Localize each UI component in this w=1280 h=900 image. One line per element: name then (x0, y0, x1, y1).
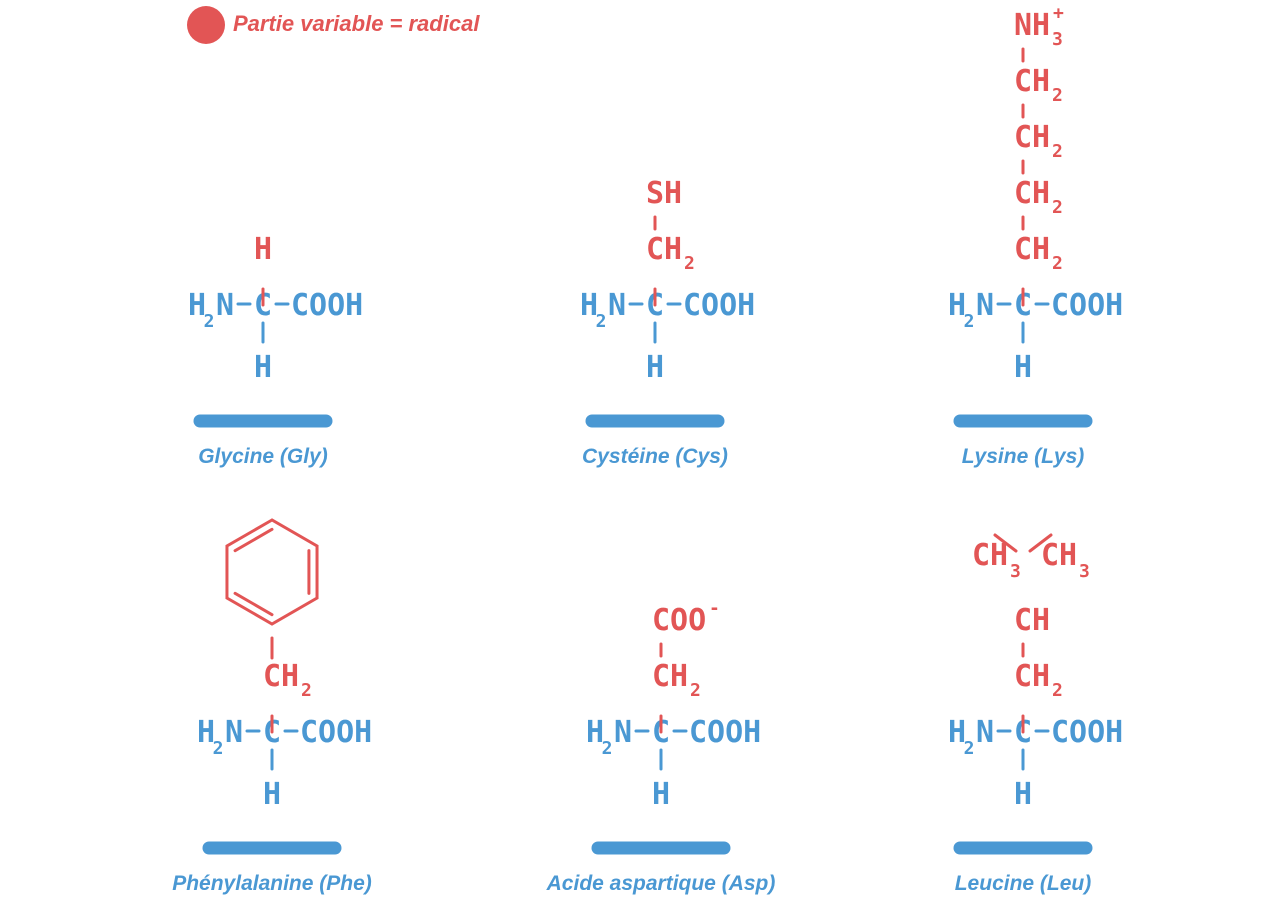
backbone-h-subscript: 2 (596, 311, 607, 332)
backbone-n: N (225, 715, 243, 750)
radical-group: SH (646, 176, 682, 211)
backbone-h: H (948, 288, 966, 323)
radical-group: CH (646, 232, 682, 267)
amino-acid-4: H2NCCOOHHCH2Phénylalanine (Phe) (172, 518, 372, 895)
bottom-hydrogen: H (646, 350, 664, 385)
radical-group: NH (1014, 8, 1050, 43)
carboxyl-group: COOH (291, 288, 363, 323)
radical-subscript: 2 (301, 680, 312, 701)
amino-acid-name: Acide aspartique (Asp) (546, 872, 776, 895)
radical-legend-dot (187, 6, 225, 44)
carboxyl-group: COOH (300, 715, 372, 750)
radical-subscript: 2 (684, 253, 695, 274)
radical-group: CH (1014, 232, 1050, 267)
legend-label: Partie variable = radical (233, 11, 480, 36)
benzene-ring (225, 518, 319, 626)
amino-acid-3: H2NCCOOHHCH2CH2CH2CH2NH3+Lysine (Lys) (948, 3, 1123, 468)
amino-acid-6: H2NCCOOHHCH2CHCH3CH3Leucine (Leu) (948, 533, 1123, 895)
backbone-h-subscript: 2 (964, 738, 975, 759)
radical-group: CH (1014, 64, 1050, 99)
amino-acid-name: Phénylalanine (Phe) (172, 872, 372, 895)
carboxyl-group: COOH (689, 715, 761, 750)
bond-branch-left (993, 533, 1018, 553)
bottom-hydrogen: H (1014, 350, 1032, 385)
amino-acid-1: H2NCCOOHHHGlycine (Gly) (188, 232, 363, 468)
amino-acid-name: Cystéine (Cys) (582, 445, 728, 468)
radical-subscript: 2 (1052, 141, 1063, 162)
radical-superscript: + (1053, 3, 1064, 24)
amino-acid-name: Lysine (Lys) (962, 445, 1085, 468)
backbone-h: H (948, 715, 966, 750)
methyl-subscript: 3 (1079, 561, 1090, 582)
backbone-n: N (976, 288, 994, 323)
carboxyl-group: COOH (1051, 715, 1123, 750)
methyl-group: CH (972, 538, 1008, 573)
amino-acid-5: H2NCCOOHHCH2COO-Acide aspartique (Asp) (546, 598, 776, 895)
benzene-double-bond (233, 527, 274, 553)
backbone-h: H (188, 288, 206, 323)
backbone-n: N (608, 288, 626, 323)
radical-group: CH (1014, 176, 1050, 211)
backbone-n: N (614, 715, 632, 750)
carboxyl-group: COOH (683, 288, 755, 323)
radical-group: CH (1014, 603, 1050, 638)
bottom-hydrogen: H (263, 777, 281, 812)
methyl-subscript: 3 (1010, 561, 1021, 582)
carboxyl-group: COOH (1051, 288, 1123, 323)
amino-acid-name: Glycine (Gly) (198, 445, 328, 468)
bond-branch-right (1028, 533, 1053, 553)
bottom-hydrogen: H (254, 350, 272, 385)
radical-subscript: 2 (690, 680, 701, 701)
bottom-hydrogen: H (1014, 777, 1032, 812)
radical-group: H (254, 232, 272, 267)
radical-subscript: 2 (1052, 197, 1063, 218)
methyl-group: CH (1041, 538, 1077, 573)
radical-group: CH (652, 659, 688, 694)
amino-acid-name: Leucine (Leu) (955, 872, 1092, 895)
backbone-h: H (580, 288, 598, 323)
radical-subscript: 2 (1052, 253, 1063, 274)
radical-group: CH (1014, 120, 1050, 155)
bottom-hydrogen: H (652, 777, 670, 812)
backbone-h: H (586, 715, 604, 750)
backbone-n: N (216, 288, 234, 323)
radical-subscript: 3 (1052, 29, 1063, 50)
backbone-h-subscript: 2 (204, 311, 215, 332)
radical-group: CH (263, 659, 299, 694)
backbone-h-subscript: 2 (964, 311, 975, 332)
backbone-n: N (976, 715, 994, 750)
backbone-h-subscript: 2 (213, 738, 224, 759)
radical-subscript: 2 (1052, 680, 1063, 701)
backbone-h-subscript: 2 (602, 738, 613, 759)
radical-superscript: - (709, 598, 720, 619)
radical-subscript: 2 (1052, 85, 1063, 106)
backbone-h: H (197, 715, 215, 750)
benzene-double-bond (233, 591, 274, 617)
amino-acid-2: H2NCCOOHHCH2SHCystéine (Cys) (580, 176, 755, 468)
radical-group: CH (1014, 659, 1050, 694)
radical-group: COO (652, 603, 706, 638)
